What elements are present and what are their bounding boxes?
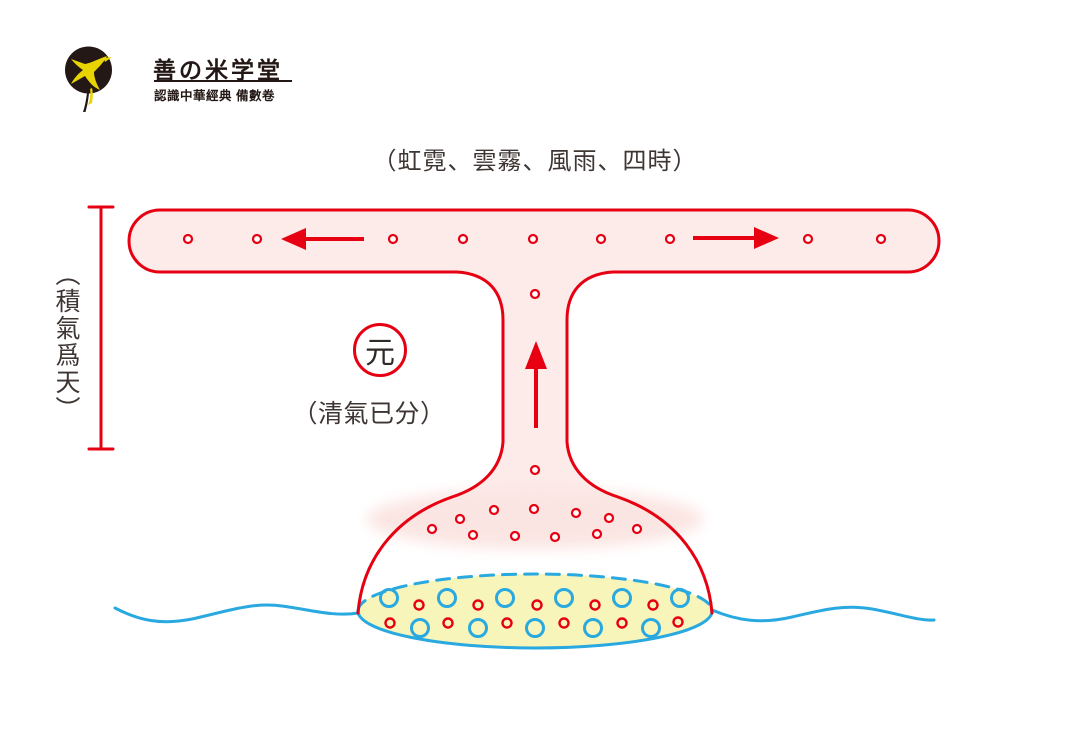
- cloud-dots: [426, 503, 643, 543]
- swallow-bird-icon: [65, 46, 112, 112]
- logo: 善の米学堂 認識中華經典 備數卷: [60, 44, 310, 114]
- left-vertical-caption: （積氣爲天）: [52, 261, 80, 423]
- measure-bracket: [87, 205, 115, 451]
- water-wave-left: [113, 603, 360, 624]
- core-circle-label: 元: [353, 323, 407, 377]
- qi-cloud: [367, 489, 703, 549]
- up-flow-arrow: [525, 341, 547, 428]
- figure-outline: [127, 208, 941, 615]
- water-wave-right: [710, 605, 936, 623]
- logo-title: 善の米学堂: [153, 58, 283, 83]
- cap-dots: [182, 233, 887, 245]
- pool-bottom-arc: [356, 609, 714, 650]
- logo-underline: [154, 80, 292, 82]
- core-caption: （清氣已分）: [292, 400, 446, 428]
- logo-subtitle: 認識中華經典 備數卷: [154, 89, 275, 103]
- left-flow-arrow: [281, 228, 364, 250]
- pool-dots: [379, 588, 690, 638]
- right-flow-arrow: [693, 227, 779, 249]
- stem-dots: [529, 288, 541, 476]
- top-caption: （虹霓、雲霧、風雨、四時）: [372, 148, 698, 175]
- pool-dashed-arc: [356, 572, 714, 613]
